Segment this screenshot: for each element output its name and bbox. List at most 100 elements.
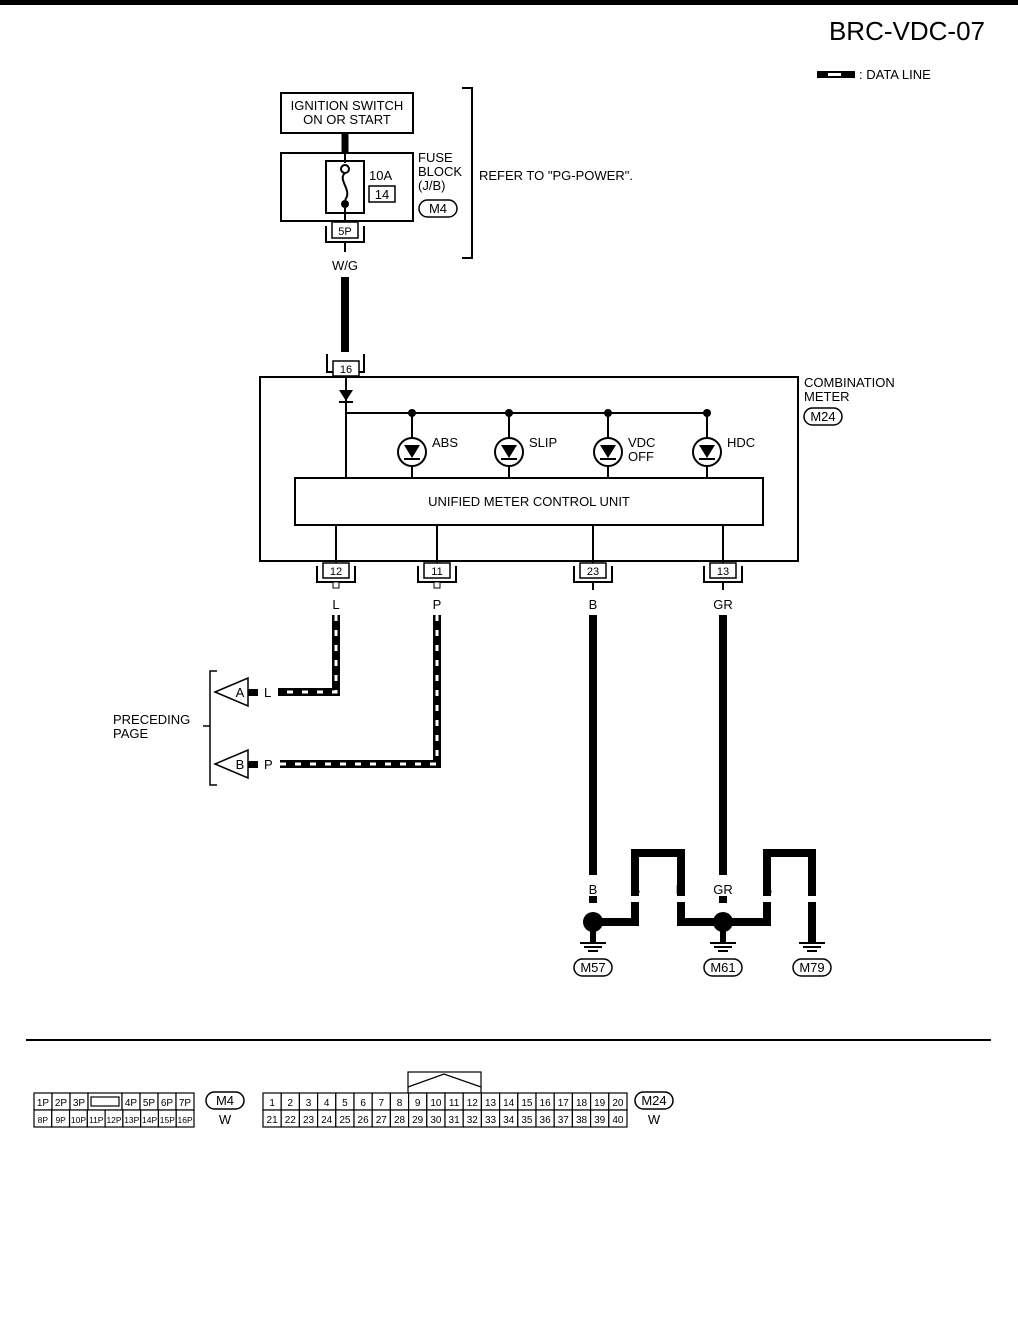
arrow-a-letter: A bbox=[236, 685, 245, 700]
pin-label: 22 bbox=[285, 1115, 297, 1126]
pin-label: 14P bbox=[142, 1115, 157, 1125]
ground-wire-4: GR bbox=[713, 882, 733, 897]
pin-label: 18 bbox=[576, 1098, 588, 1109]
pin-label: 10P bbox=[71, 1115, 86, 1125]
lamp-label: SLIP bbox=[529, 435, 557, 450]
pin-label: 12 bbox=[467, 1098, 479, 1109]
connector-badge-m4: M4 bbox=[418, 199, 458, 218]
pin-label: 15P bbox=[160, 1115, 175, 1125]
led-icon bbox=[600, 445, 616, 458]
terminal-12: 12L bbox=[316, 525, 356, 612]
terminal-5p: 5P bbox=[325, 221, 365, 243]
terminal-11: 11P bbox=[417, 525, 457, 612]
pin-label: 8 bbox=[397, 1098, 403, 1109]
ground-connector-id: M61 bbox=[710, 960, 735, 975]
unified-meter-control-unit bbox=[294, 477, 764, 526]
pin-label: 2 bbox=[288, 1098, 294, 1109]
control-unit-label: UNIFIED METER CONTROL UNIT bbox=[428, 494, 630, 509]
arrow-a-wire: L bbox=[264, 685, 271, 700]
pin-label: 30 bbox=[430, 1115, 442, 1126]
pin-label: 37 bbox=[558, 1115, 570, 1126]
legend-label: : DATA LINE bbox=[859, 67, 931, 82]
diode-icon bbox=[339, 390, 353, 401]
arrow-b-wire: P bbox=[264, 757, 273, 772]
pin-label: 11P bbox=[89, 1115, 104, 1125]
meter-label-1: COMBINATION bbox=[804, 375, 895, 390]
pin-label: 8P bbox=[38, 1115, 49, 1125]
wire-wg-label: W/G bbox=[332, 258, 358, 273]
preceding-page-block: PRECEDING PAGE A L B P bbox=[113, 670, 273, 786]
lamp-1: ABS bbox=[397, 409, 458, 478]
pin-label: 12P bbox=[106, 1115, 121, 1125]
preceding-label-1: PRECEDING bbox=[113, 712, 190, 727]
connector-view-color: W bbox=[648, 1112, 661, 1127]
terminal-5p-label: 5P bbox=[338, 226, 351, 238]
data-line-l bbox=[278, 615, 340, 696]
ground-wire-1: B bbox=[589, 882, 598, 897]
pin-label: 2P bbox=[55, 1098, 68, 1109]
pin-label: 3 bbox=[306, 1098, 312, 1109]
pin-label: 13 bbox=[485, 1098, 497, 1109]
fuse-label-3: (J/B) bbox=[418, 178, 445, 193]
terminal-16: 16 bbox=[326, 354, 365, 377]
fuse-number: 14 bbox=[375, 187, 389, 202]
terminal-pin: 12 bbox=[330, 566, 342, 578]
ground-m61: M61 bbox=[703, 942, 743, 977]
lamp-label: HDC bbox=[727, 435, 755, 450]
ignition-line2: ON OR START bbox=[303, 112, 391, 127]
ground-symbols: M57 M61 M79 bbox=[573, 942, 832, 977]
fuse-amp: 10A bbox=[369, 168, 392, 183]
pin-label: 21 bbox=[267, 1115, 279, 1126]
ground-wire-6: B bbox=[808, 882, 817, 897]
fuse-label-1: FUSE bbox=[418, 150, 453, 165]
ground-m79: M79 bbox=[792, 942, 832, 977]
top-border bbox=[0, 0, 1018, 5]
pin-label: 24 bbox=[321, 1115, 333, 1126]
pin-label: 7P bbox=[179, 1098, 192, 1109]
connector-view-color: W bbox=[219, 1112, 232, 1127]
pin-label: 29 bbox=[412, 1115, 424, 1126]
pin-label: 1P bbox=[37, 1098, 50, 1109]
pin-label: 11 bbox=[449, 1098, 460, 1109]
meter-label-2: METER bbox=[804, 389, 850, 404]
connector-view-id: M4 bbox=[216, 1093, 234, 1108]
pin-label: 34 bbox=[503, 1115, 515, 1126]
connector-view-id: M24 bbox=[641, 1093, 666, 1108]
pin-label: 4P bbox=[125, 1098, 138, 1109]
terminal-pin: 23 bbox=[587, 566, 599, 578]
pin-label: 17 bbox=[558, 1098, 570, 1109]
pin-label: 32 bbox=[467, 1115, 479, 1126]
fuse-connector-id: M4 bbox=[429, 201, 447, 216]
data-line-p bbox=[280, 615, 441, 768]
terminal-16-label: 16 bbox=[340, 364, 352, 376]
pin-label: 31 bbox=[449, 1115, 461, 1126]
pin-label: 35 bbox=[521, 1115, 533, 1126]
ground-connector-id: M57 bbox=[580, 960, 605, 975]
terminal-wire-color: GR bbox=[713, 597, 733, 612]
led-icon bbox=[404, 445, 420, 458]
fuse-label-2: BLOCK bbox=[418, 164, 462, 179]
page-code: BRC-VDC-07 bbox=[829, 16, 985, 46]
pin-label: 40 bbox=[612, 1115, 624, 1126]
ground-connector-id: M79 bbox=[799, 960, 824, 975]
lamp-label: ABS bbox=[432, 435, 458, 450]
lamp-label-2: OFF bbox=[628, 449, 654, 464]
pin-label: 9 bbox=[415, 1098, 421, 1109]
fuse-block: 10A 14 bbox=[280, 152, 414, 222]
meter-connector-id: M24 bbox=[810, 409, 835, 424]
pin-label: 20 bbox=[612, 1098, 624, 1109]
pin-label: 27 bbox=[376, 1115, 388, 1126]
pin-label: 28 bbox=[394, 1115, 406, 1126]
splice-point-1 bbox=[583, 912, 603, 932]
combination-meter-box bbox=[259, 376, 799, 562]
pin-label: 15 bbox=[521, 1098, 533, 1109]
pin-label: 25 bbox=[339, 1115, 351, 1126]
pin-label: 19 bbox=[594, 1098, 606, 1109]
ground-m57: M57 bbox=[573, 942, 613, 977]
